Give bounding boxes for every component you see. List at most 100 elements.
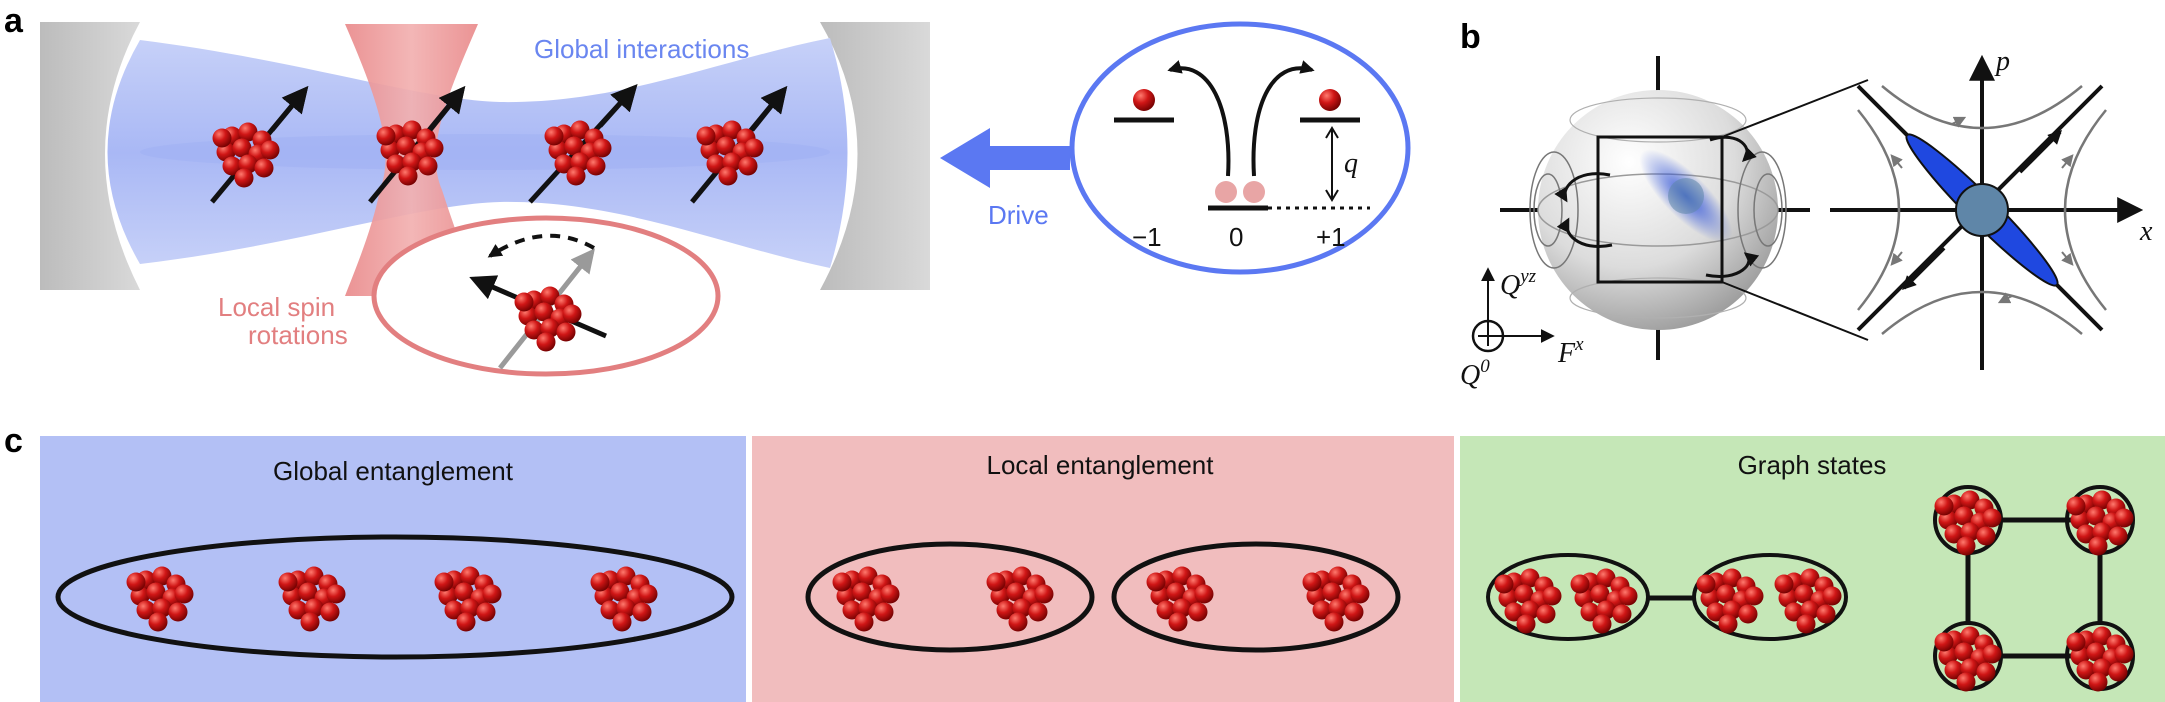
atom [1146,572,1166,592]
atom [402,120,422,140]
atom [174,584,194,604]
atom [2114,644,2134,664]
atom [1956,672,1976,692]
atom [616,566,636,586]
atom [1536,604,1556,624]
atom [434,572,454,592]
global-entanglement-ellipse [55,534,735,660]
atom [1312,600,1332,620]
separatrix-arrow-out-2 [1902,246,1946,290]
cluster [278,566,346,632]
atom [638,584,658,604]
atom [1344,602,1364,622]
atom [1696,574,1716,594]
atom [254,158,274,178]
atom [326,584,346,604]
drive-label: Drive [988,200,1049,230]
atom [1504,602,1524,622]
atom [852,582,872,602]
flow-arrow-4 [2061,251,2074,266]
q-label: q [1344,148,1358,179]
drive-arrow [940,128,1070,188]
atom [1194,584,1214,604]
local-rotations-label-line2: rotations [248,320,348,350]
qyz-label: Qyz [1500,266,1537,301]
level-diagram-inset [1069,21,1411,275]
q0-axis-circle [1471,319,1505,353]
atom [570,120,590,140]
fx-label: Fx [1557,334,1584,369]
atom [696,126,716,146]
sphere-flow-arrow-3 [1554,172,1611,203]
local-entanglement-title: Local entanglement [987,450,1215,480]
atom [1012,566,1032,586]
atom [1934,632,1954,652]
graph-pair-ellipse-2 [1692,553,1848,641]
cluster [1774,568,1842,634]
atom [1716,584,1736,604]
separatrix-arrow-out-1 [2018,130,2062,174]
atom [1934,496,1954,516]
atom [718,166,738,186]
local-rotations-label-line1: Local spin [218,292,335,322]
atom [1960,626,1980,646]
atom [168,602,188,622]
atom [260,140,280,160]
coherent-state-on-sphere [1668,178,1704,214]
flow-arrow-5 [1951,116,1967,128]
atom [1784,602,1804,622]
cluster [1570,568,1638,634]
q0-label: Q0 [1460,356,1490,391]
cluster [1302,566,1370,632]
atom [1156,600,1176,620]
atom [2088,672,2108,692]
atom [2092,490,2112,510]
atom-cluster-2 [376,120,444,186]
atom [716,136,736,156]
atom [1028,602,1048,622]
atom [152,566,172,586]
atom [234,168,254,188]
atom [1328,566,1348,586]
flow-arrow-3 [1890,251,1903,266]
atom [1706,602,1726,622]
atom [1976,662,1996,682]
atom [1954,506,1974,526]
phase-flow-lines [1857,85,2107,335]
right-cavity-mirror [820,22,930,290]
atom [1494,574,1514,594]
atom [1570,574,1590,594]
cluster [544,120,612,186]
atom [418,156,438,176]
atom [706,154,726,174]
atom [1034,584,1054,604]
atom [832,572,852,592]
atom [1324,612,1344,632]
atom [288,600,308,620]
atom [1738,604,1758,624]
atom-cluster-inset [514,286,582,352]
graph-pair-ellipse-1 [1486,553,1650,641]
global-entanglement-title: Global entanglement [273,456,514,486]
atom [424,138,444,158]
cluster [514,286,582,352]
cluster [1494,568,1562,634]
atom [592,138,612,158]
atom [1976,526,1996,546]
local-entanglement-ellipse-1 [805,541,1095,653]
atom [320,602,340,622]
atom [858,566,878,586]
atom [854,612,874,632]
atom [238,122,258,142]
atom [2086,506,2106,526]
sphere-flow-arrow-4 [1556,217,1613,248]
atom [476,602,496,622]
cluster [126,566,194,632]
atom [586,156,606,176]
atom [544,126,564,146]
atom [564,136,584,156]
atom [1188,602,1208,622]
atom [1960,490,1980,510]
cluster [1934,490,2002,556]
